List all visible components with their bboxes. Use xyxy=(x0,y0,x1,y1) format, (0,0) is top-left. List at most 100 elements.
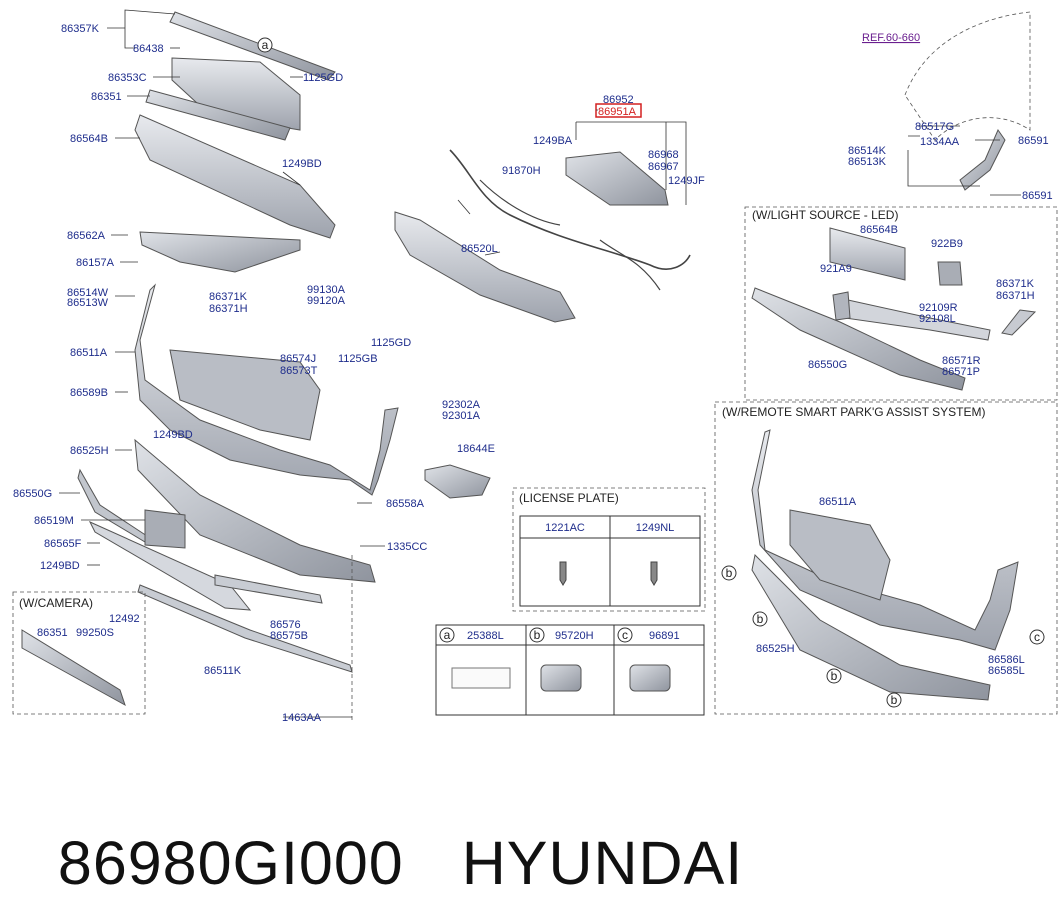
main-labels: 86357K 86438 86353C 1125GD 86351 86564B … xyxy=(13,23,1053,724)
part-label: 86371H xyxy=(209,303,248,315)
part-label: 922B9 xyxy=(931,238,963,250)
camera-box: (W/CAMERA) 86351 99250S 12492 xyxy=(19,596,140,639)
part-label: 92108L xyxy=(919,313,956,325)
camera-box-title: (W/CAMERA) xyxy=(19,596,93,610)
part-label: 86157A xyxy=(76,257,115,269)
callout-circles: a b b b b c xyxy=(257,37,1045,708)
caption-brand: HYUNDAI xyxy=(461,829,744,897)
part-label: 86351 xyxy=(91,91,122,103)
part-label: 92109R xyxy=(919,302,958,314)
legend-letter-a: a xyxy=(444,628,451,642)
part-label: 86952 xyxy=(603,94,634,106)
part-label: 12492 xyxy=(109,613,140,625)
part-label: 86511A xyxy=(819,496,857,508)
license-plate-box: (LICENSE PLATE) 1221AC 1249NL xyxy=(519,491,674,534)
part-label: 1249JF xyxy=(668,175,705,187)
part-label: 86525H xyxy=(756,643,795,655)
part-label: 86511K xyxy=(204,665,242,677)
callout-a: a xyxy=(262,38,269,52)
part-label: 1249BD xyxy=(282,158,322,170)
part-label: 86519M xyxy=(34,515,74,527)
callout-b3: b xyxy=(831,669,838,683)
part-label: 86591 xyxy=(1022,190,1053,202)
part-label: 1125GD xyxy=(371,337,411,349)
part-label: 86513K xyxy=(848,156,887,168)
part-label: 86550G xyxy=(13,488,52,500)
part-label: 86575B xyxy=(270,630,308,642)
parts-diagram: a b b b b c 86357K 86438 86353C 1125GD 8… xyxy=(12,9,1058,724)
part-label: 86564B xyxy=(70,133,108,145)
caption: 86980GI000 HYUNDAI xyxy=(22,758,1022,897)
part-label: 86968 xyxy=(648,149,679,161)
part-label: 86573T xyxy=(280,365,318,377)
part-label: 1125GD xyxy=(303,72,343,84)
part-label: 86517G xyxy=(915,121,954,133)
highlight-box xyxy=(595,103,642,118)
led-box-title: (W/LIGHT SOURCE - LED) xyxy=(752,208,898,222)
callout-b4: b xyxy=(891,693,898,707)
callout-b2: b xyxy=(757,612,764,626)
part-label: 86357K xyxy=(61,23,100,35)
part-label: 86591 xyxy=(1018,135,1049,147)
part-label: 99130A xyxy=(307,284,346,296)
legend-code-c: 96891 xyxy=(649,630,680,642)
part-label: 86351 xyxy=(37,627,68,639)
part-label: 1125GB xyxy=(338,353,378,365)
part-label: 86511A xyxy=(70,347,108,359)
legend-code-a: 25388L xyxy=(467,630,504,642)
smart-park-box-title: (W/REMOTE SMART PARK'G ASSIST SYSTEM) xyxy=(722,405,985,419)
part-label: 1249BA xyxy=(533,135,573,147)
part-label: 86525H xyxy=(70,445,109,457)
part-label: 86574J xyxy=(280,353,316,365)
caption-part-number: 86980GI000 xyxy=(57,829,404,897)
callout-c: c xyxy=(1034,630,1040,644)
legend-letter-c: c xyxy=(622,628,628,642)
part-label: 86562A xyxy=(67,230,106,242)
part-label: 86571P xyxy=(942,366,980,378)
part-label: 86371K xyxy=(996,278,1035,290)
part-label: 86513W xyxy=(67,297,109,309)
part-label: 18644E xyxy=(457,443,495,455)
part-shapes xyxy=(21,11,1037,707)
part-label: 86571R xyxy=(942,355,981,367)
part-label: 86514K xyxy=(848,145,887,157)
detail-boxes xyxy=(12,103,1058,720)
part-label: 921A9 xyxy=(820,263,852,275)
leader-lines xyxy=(59,9,1021,718)
license-col-1: 1221AC xyxy=(545,522,585,534)
part-label: 86438 xyxy=(133,43,164,55)
part-label: 86967 xyxy=(648,161,679,173)
part-label: 86564B xyxy=(860,224,898,236)
part-label: 91870H xyxy=(502,165,541,177)
part-label: 86586L xyxy=(988,654,1025,666)
part-label: 86589B xyxy=(70,387,108,399)
part-label: 99250S xyxy=(76,627,114,639)
part-label: 86371H xyxy=(996,290,1035,302)
legend-code-b: 95720H xyxy=(555,630,594,642)
callout-b1: b xyxy=(726,566,733,580)
license-col-2: 1249NL xyxy=(636,522,675,534)
part-label: 86585L xyxy=(988,665,1025,677)
part-label: 86550G xyxy=(808,359,847,371)
led-box: (W/LIGHT SOURCE - LED) 86564B 922B9 921A… xyxy=(752,208,1035,378)
part-label: 92301A xyxy=(442,410,481,422)
part-label: 99120A xyxy=(307,295,346,307)
part-label: 86514W xyxy=(67,287,109,299)
part-label: 1463AA xyxy=(282,712,322,724)
smart-park-box: (W/REMOTE SMART PARK'G ASSIST SYSTEM) 86… xyxy=(722,405,1025,677)
part-label: 1249BD xyxy=(40,560,80,572)
legend-table: a 25388L b 95720H c 96891 xyxy=(439,627,680,643)
part-label: 1249BD xyxy=(153,429,193,441)
part-label: 86565F xyxy=(44,538,82,550)
part-label: 86371K xyxy=(209,291,248,303)
part-label: 86353C xyxy=(108,72,147,84)
part-label: 86520L xyxy=(461,243,498,255)
part-label: 86576 xyxy=(270,619,301,631)
highlighted-part-label: 86951A xyxy=(598,106,637,118)
part-label: 1335CC xyxy=(387,541,427,553)
legend-letter-b: b xyxy=(534,628,541,642)
part-label: 86558A xyxy=(386,498,425,510)
part-label: 92302A xyxy=(442,399,481,411)
part-label: 1334AA xyxy=(920,136,960,148)
reference-label: REF.60-660 xyxy=(862,32,920,44)
